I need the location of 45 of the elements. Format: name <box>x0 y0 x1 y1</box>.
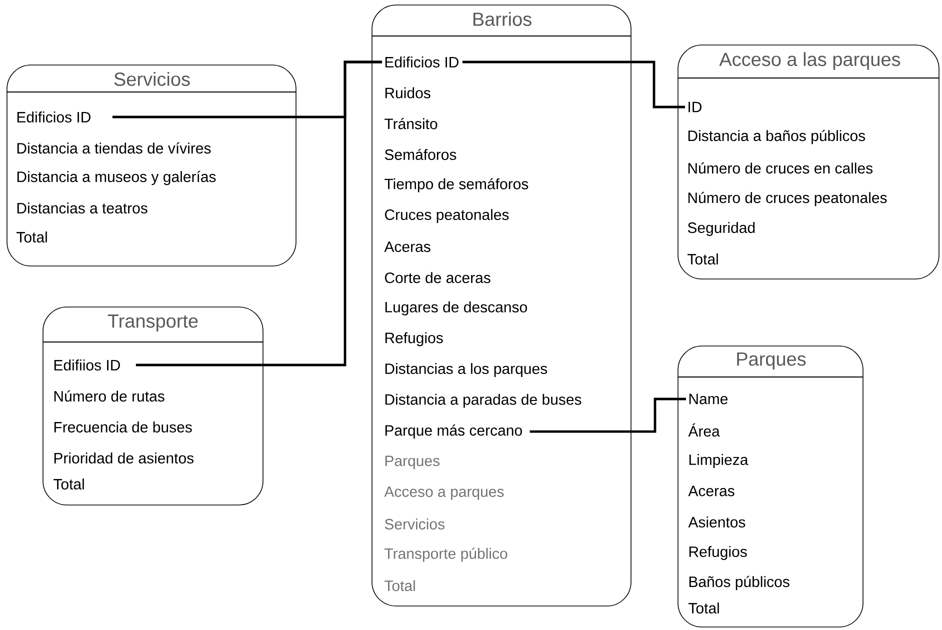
field-text: Total <box>688 602 719 614</box>
field-text: Ruidos <box>385 87 430 98</box>
field-text: Edificios ID <box>385 56 458 68</box>
field-text: Total <box>688 254 718 264</box>
field-text: Baños públicos <box>689 576 790 590</box>
field-text: Semáforos <box>384 148 456 160</box>
field-text: Número de rutas <box>54 390 164 402</box>
field-text: Refugios <box>385 332 443 346</box>
field-text: Seguridad <box>688 222 755 236</box>
connector-line <box>462 60 685 108</box>
field-text: Servicios <box>384 518 444 530</box>
field-text: Distancia a paradas de buses <box>385 394 582 408</box>
field-text: Cruces peatonales <box>384 209 509 223</box>
field-text: Número de cruces peatonales <box>688 192 887 206</box>
field-text: Área <box>688 423 720 437</box>
field-text: Corte de aceras <box>384 272 490 284</box>
field-text: Número de cruces en calles <box>688 162 873 174</box>
field-text: Total <box>54 478 84 490</box>
field-text: Distancia a tiendas de vívires <box>17 142 211 154</box>
field-text: Aceras <box>688 486 734 496</box>
field-text: Transporte público <box>384 548 508 562</box>
field-text: Parque más cercano <box>385 424 522 439</box>
field-text: Frecuencia de buses <box>54 422 192 432</box>
field-text: Prioridad de asientos <box>54 452 194 464</box>
field-text: Distancias a teatros <box>17 202 148 214</box>
field-text: Lugares de descanso <box>385 301 527 316</box>
field-text: Tránsito <box>384 118 438 130</box>
connector-line <box>530 398 686 433</box>
field-text: Distancia a baños públicos <box>688 130 866 144</box>
field-text: Refugios <box>689 546 747 560</box>
field-text: ID <box>688 102 702 112</box>
field-text: Edificios ID <box>17 112 90 122</box>
field-text: Asientos <box>688 516 746 528</box>
field-text: Name <box>689 394 728 404</box>
field-text: Tiempo de semáforos <box>384 178 528 192</box>
connector-line <box>136 60 382 366</box>
field-text: Distancia a museos y galerías <box>17 170 216 186</box>
field-text: Distancias a los parques <box>385 363 548 377</box>
field-text: Total <box>16 232 47 242</box>
field-text: Edifiios ID <box>54 360 120 370</box>
field-text: Total <box>384 580 415 592</box>
field-text: Aceras <box>384 242 430 252</box>
field-text: Parques <box>385 456 440 470</box>
field-text: Limpieza <box>689 454 748 468</box>
field-text: Acceso a parques <box>384 486 504 500</box>
